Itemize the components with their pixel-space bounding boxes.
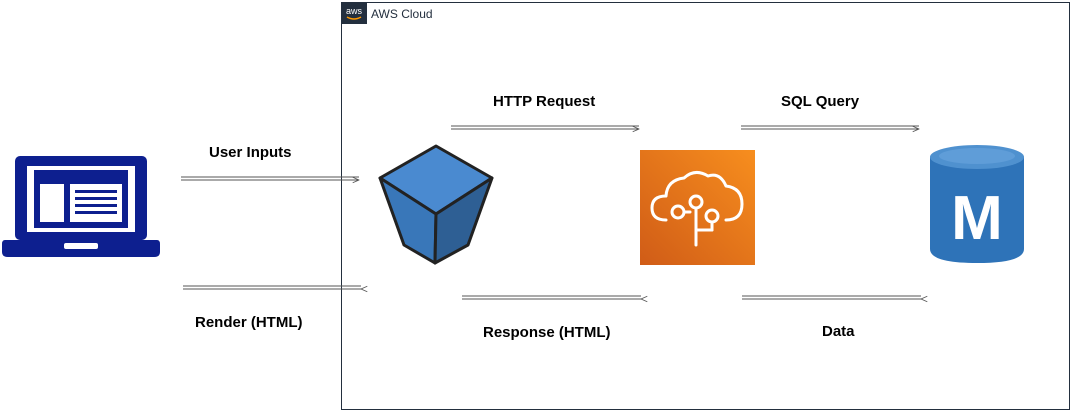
- group-label: AWS Cloud: [371, 7, 433, 21]
- data-arrow: [742, 295, 921, 299]
- sql-query-arrow: [741, 125, 919, 129]
- aws-cloud-group: [341, 2, 1070, 410]
- rds-mysql-icon: M: [930, 145, 1024, 263]
- cube-icon: [378, 144, 494, 265]
- database-letter: M: [951, 184, 1003, 253]
- render-html-label: Render (HTML): [195, 314, 303, 331]
- elastic-beanstalk-icon: [640, 150, 755, 265]
- aws-logo-icon: aws: [341, 2, 367, 24]
- response-html-label: Response (HTML): [483, 324, 611, 341]
- laptop-icon: [2, 156, 160, 257]
- render-html-arrow: [183, 285, 361, 289]
- data-label: Data: [822, 323, 855, 340]
- response-html-arrow: [462, 295, 641, 299]
- http-request-arrow: [451, 125, 639, 129]
- user-inputs-label: User Inputs: [209, 144, 292, 161]
- sql-query-label: SQL Query: [781, 93, 860, 110]
- svg-text:aws: aws: [346, 6, 363, 16]
- http-request-label: HTTP Request: [493, 93, 596, 110]
- user-inputs-arrow: [181, 176, 359, 180]
